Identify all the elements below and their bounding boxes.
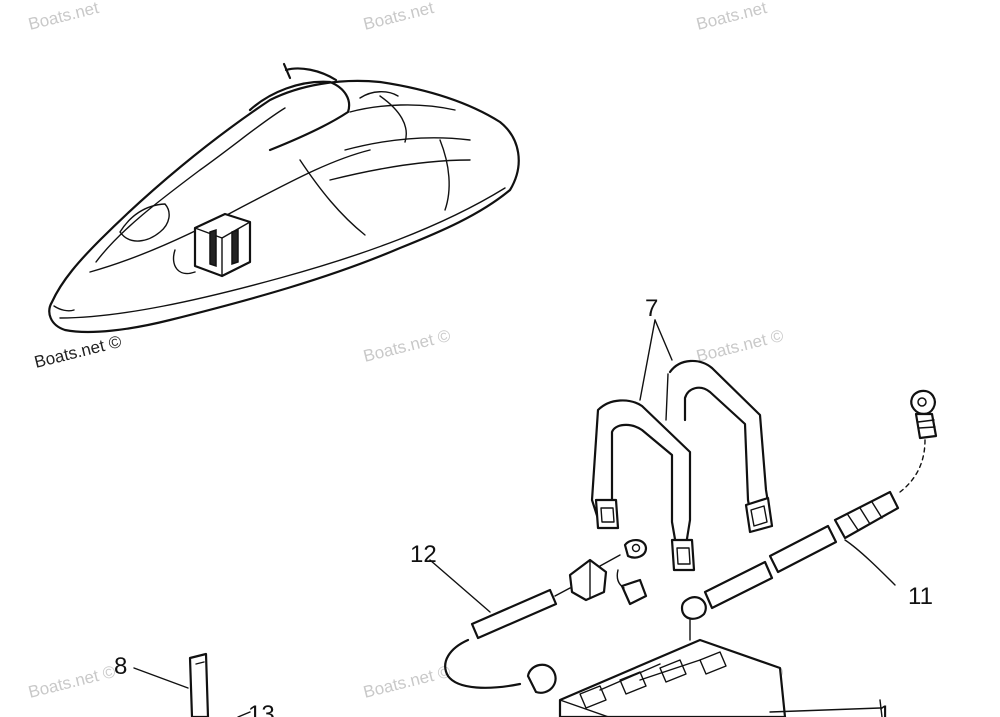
battery-strap-part-7 xyxy=(590,319,774,572)
callouts: 7 8 11 12 13 1 xyxy=(114,295,933,717)
watermark: Boats.net © xyxy=(694,326,785,366)
vent-tube-part-8 xyxy=(133,652,251,717)
watermark: Boats.net xyxy=(26,0,101,34)
watermark: Boats.net © xyxy=(26,662,117,702)
watermark: Boats.net xyxy=(694,0,769,34)
watermark: Boats.net © xyxy=(361,662,452,702)
callout-7: 7 xyxy=(645,295,658,322)
watercraft-hull xyxy=(48,62,520,334)
watermark: Boats.net xyxy=(361,0,436,34)
watermark: Boats.net © xyxy=(361,326,452,366)
negative-cable-part-12 xyxy=(429,539,648,694)
watermark-dark: Boats.net © xyxy=(32,332,123,372)
callout-13: 13 xyxy=(248,701,275,717)
callout-11: 11 xyxy=(908,583,933,610)
battery-part-1 xyxy=(558,619,883,717)
callout-8: 8 xyxy=(114,653,127,680)
callout-12: 12 xyxy=(410,541,437,568)
callout-1: 1 xyxy=(878,701,891,717)
positive-cable-part-11 xyxy=(680,389,938,620)
